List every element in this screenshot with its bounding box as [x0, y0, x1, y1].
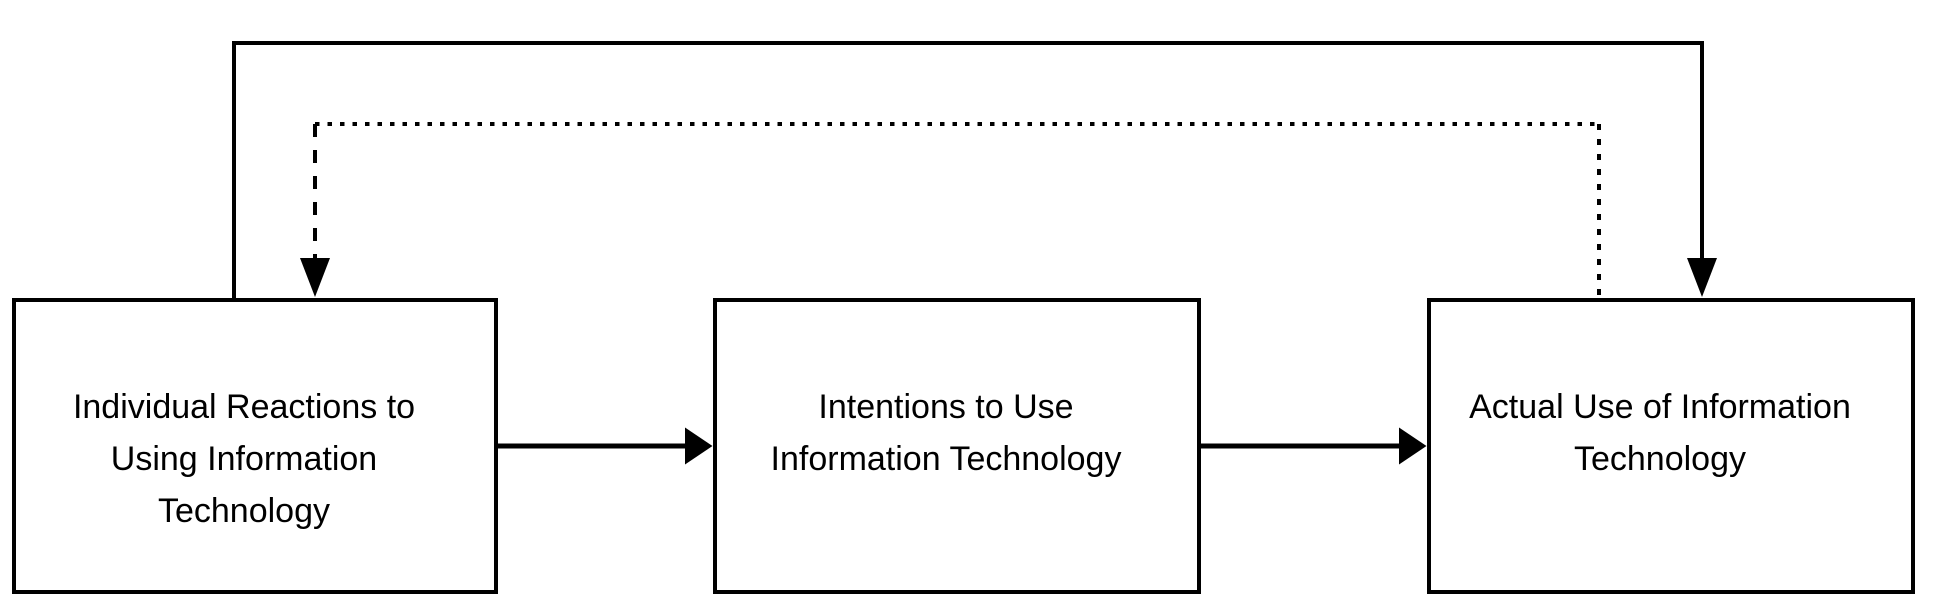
node-label-line: Technology [157, 492, 330, 530]
node-label-line: Information Technology [770, 440, 1122, 478]
node-actual-use: Actual Use of Information Technology [1427, 298, 1915, 594]
arrowhead-into-actual-use-left-icon [1399, 427, 1427, 465]
node-individual-reactions: Individual Reactions to Using Informatio… [12, 298, 498, 594]
node-label-line: Technology [1573, 440, 1746, 478]
arrowhead-into-individual-reactions-icon [300, 258, 330, 297]
node-intentions-to-use: Intentions to Use Information Technology [713, 298, 1201, 594]
arrowhead-into-actual-use-top-icon [1687, 258, 1717, 297]
node-label-line: Using Information [110, 440, 378, 478]
node-label-line: Intentions to Use [818, 388, 1074, 426]
node-label-line: Actual Use of Information [1469, 388, 1851, 426]
node-label-line: Individual Reactions to [72, 388, 416, 426]
arrowhead-into-intentions-icon [685, 427, 713, 465]
connector-reactions-to-actual-use-line [232, 41, 1704, 300]
